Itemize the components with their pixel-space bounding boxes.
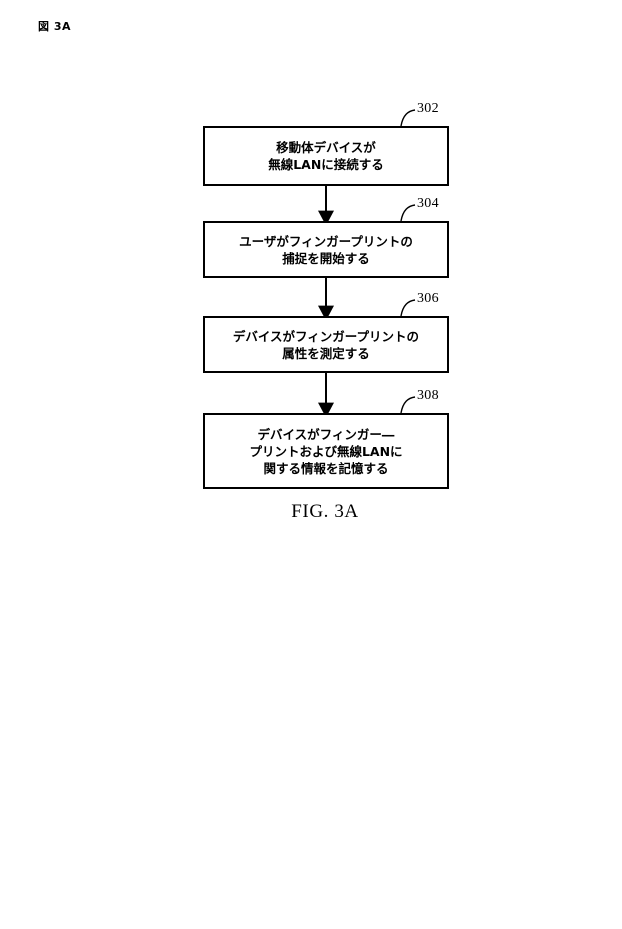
- reference-numeral-302: 302: [417, 101, 439, 116]
- page-header-label: 図 3A: [38, 20, 71, 33]
- flow-node-304-text: ユーザがフィンガープリントの 捕捉を開始する: [239, 233, 413, 266]
- flow-node-306-text: デバイスがフィンガープリントの 属性を測定する: [232, 328, 420, 361]
- flow-node-308: デバイスがフィンガー― プリントおよび無線LANに 関する情報を記憶する: [203, 413, 449, 489]
- leader-line-302: [400, 109, 416, 127]
- leader-line-306: [400, 299, 416, 317]
- flow-node-302: 移動体デバイスが 無線LANに接続する: [203, 126, 449, 186]
- leader-line-308: [400, 396, 416, 414]
- figure-caption-text: FIG. 3A: [291, 501, 359, 522]
- figure-caption: FIG. 3A: [0, 501, 622, 523]
- flow-node-306: デバイスがフィンガープリントの 属性を測定する: [203, 316, 449, 373]
- flow-node-308-text: デバイスがフィンガー― プリントおよび無線LANに 関する情報を記憶する: [249, 426, 403, 476]
- reference-numeral-306: 306: [417, 291, 439, 306]
- reference-numeral-304: 304: [417, 196, 439, 211]
- leader-line-304: [400, 204, 416, 222]
- flow-node-304: ユーザがフィンガープリントの 捕捉を開始する: [203, 221, 449, 278]
- reference-numeral-308: 308: [417, 388, 439, 403]
- flow-node-302-text: 移動体デバイスが 無線LANに接続する: [268, 140, 384, 172]
